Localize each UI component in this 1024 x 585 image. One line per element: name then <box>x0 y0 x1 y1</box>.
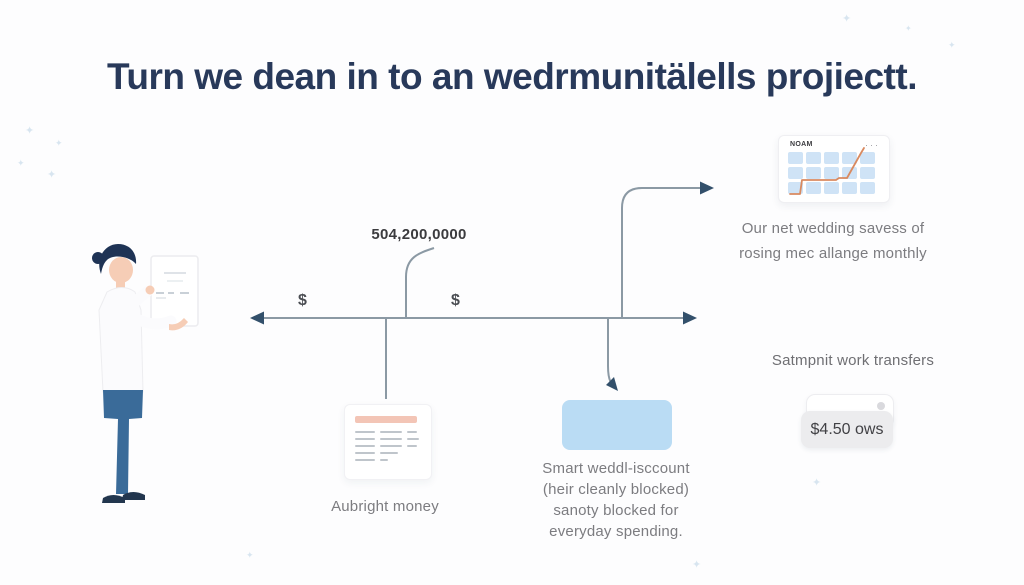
sparkle-icon: ✦ <box>812 477 822 489</box>
savings-chart-widget: NOAM ··· <box>778 135 890 203</box>
status-dot-icon <box>877 402 885 410</box>
sparkle-icon: ✦ <box>905 24 912 33</box>
sparkle-icon: ✦ <box>17 158 25 168</box>
transfer-amount-pill: $4.50 ows <box>801 411 893 448</box>
statement-card-icon <box>344 404 432 480</box>
sparkle-icon: ✦ <box>25 125 35 137</box>
transfers-heading: Satmpnit work transfers <box>771 352 935 369</box>
growth-line-icon <box>789 147 865 195</box>
sparkle-icon: ✦ <box>948 40 956 50</box>
smart-account-card <box>562 400 672 450</box>
sparkle-icon: ✦ <box>55 138 63 148</box>
widget-title: NOAM <box>790 141 813 148</box>
dollar-marker: $ <box>298 292 307 309</box>
savings-caption: Our net wedding savess of rosing mec all… <box>739 220 927 262</box>
amount-label: 504,200,0000 <box>371 226 467 243</box>
statement-header-bar <box>355 416 417 423</box>
sparkle-icon: ✦ <box>246 550 254 560</box>
more-dots-icon: ··· <box>865 139 880 150</box>
calendar-grid <box>779 150 889 194</box>
sparkle-icon: ✦ <box>692 559 702 571</box>
held-paper-icon <box>150 255 199 327</box>
person-illustration <box>92 244 199 503</box>
statement-caption: Aubright money <box>331 498 439 515</box>
page-title: Turn we dean in to an wedrmunitälells pr… <box>107 56 917 97</box>
smart-account-caption: Smart weddl-isccount (heir cleanly block… <box>542 460 690 540</box>
sparkle-icon: ✦ <box>842 13 852 25</box>
sparkle-icon: ✦ <box>47 169 57 181</box>
dollar-marker: $ <box>451 292 460 309</box>
